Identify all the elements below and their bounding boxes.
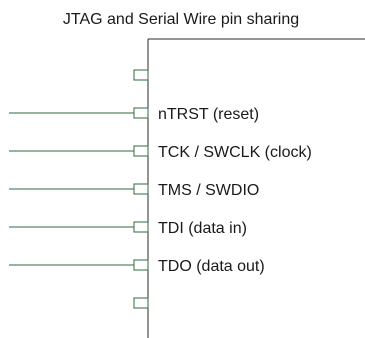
- pin-pad: [133, 145, 149, 157]
- pin-label: TMS / SWDIO: [158, 182, 259, 199]
- pin-row: TDI (data in): [9, 220, 247, 237]
- pin-pad: [133, 69, 149, 81]
- pin-pad: [133, 259, 149, 271]
- pin-pad: [133, 297, 149, 309]
- pin-row: nTRST (reset): [9, 106, 259, 123]
- pin-row: [133, 297, 149, 309]
- pin-label: TDI (data in): [158, 220, 247, 237]
- pins-group: nTRST (reset) TCK / SWCLK (clock) TMS / SW…: [9, 69, 312, 309]
- pin-label: TCK / SWCLK (clock): [158, 144, 312, 161]
- pin-label: TDO (data out): [158, 258, 265, 275]
- pin-pad: [133, 221, 149, 233]
- diagram-title: JTAG and Serial Wire pin sharing: [63, 11, 299, 28]
- pin-label: nTRST (reset): [158, 106, 259, 123]
- pin-pad: [133, 107, 149, 119]
- pin-row: TMS / SWDIO: [9, 182, 259, 199]
- pin-row: [133, 69, 149, 81]
- pin-row: TDO (data out): [9, 258, 265, 275]
- pin-pad: [133, 183, 149, 195]
- pin-row: TCK / SWCLK (clock): [9, 144, 312, 161]
